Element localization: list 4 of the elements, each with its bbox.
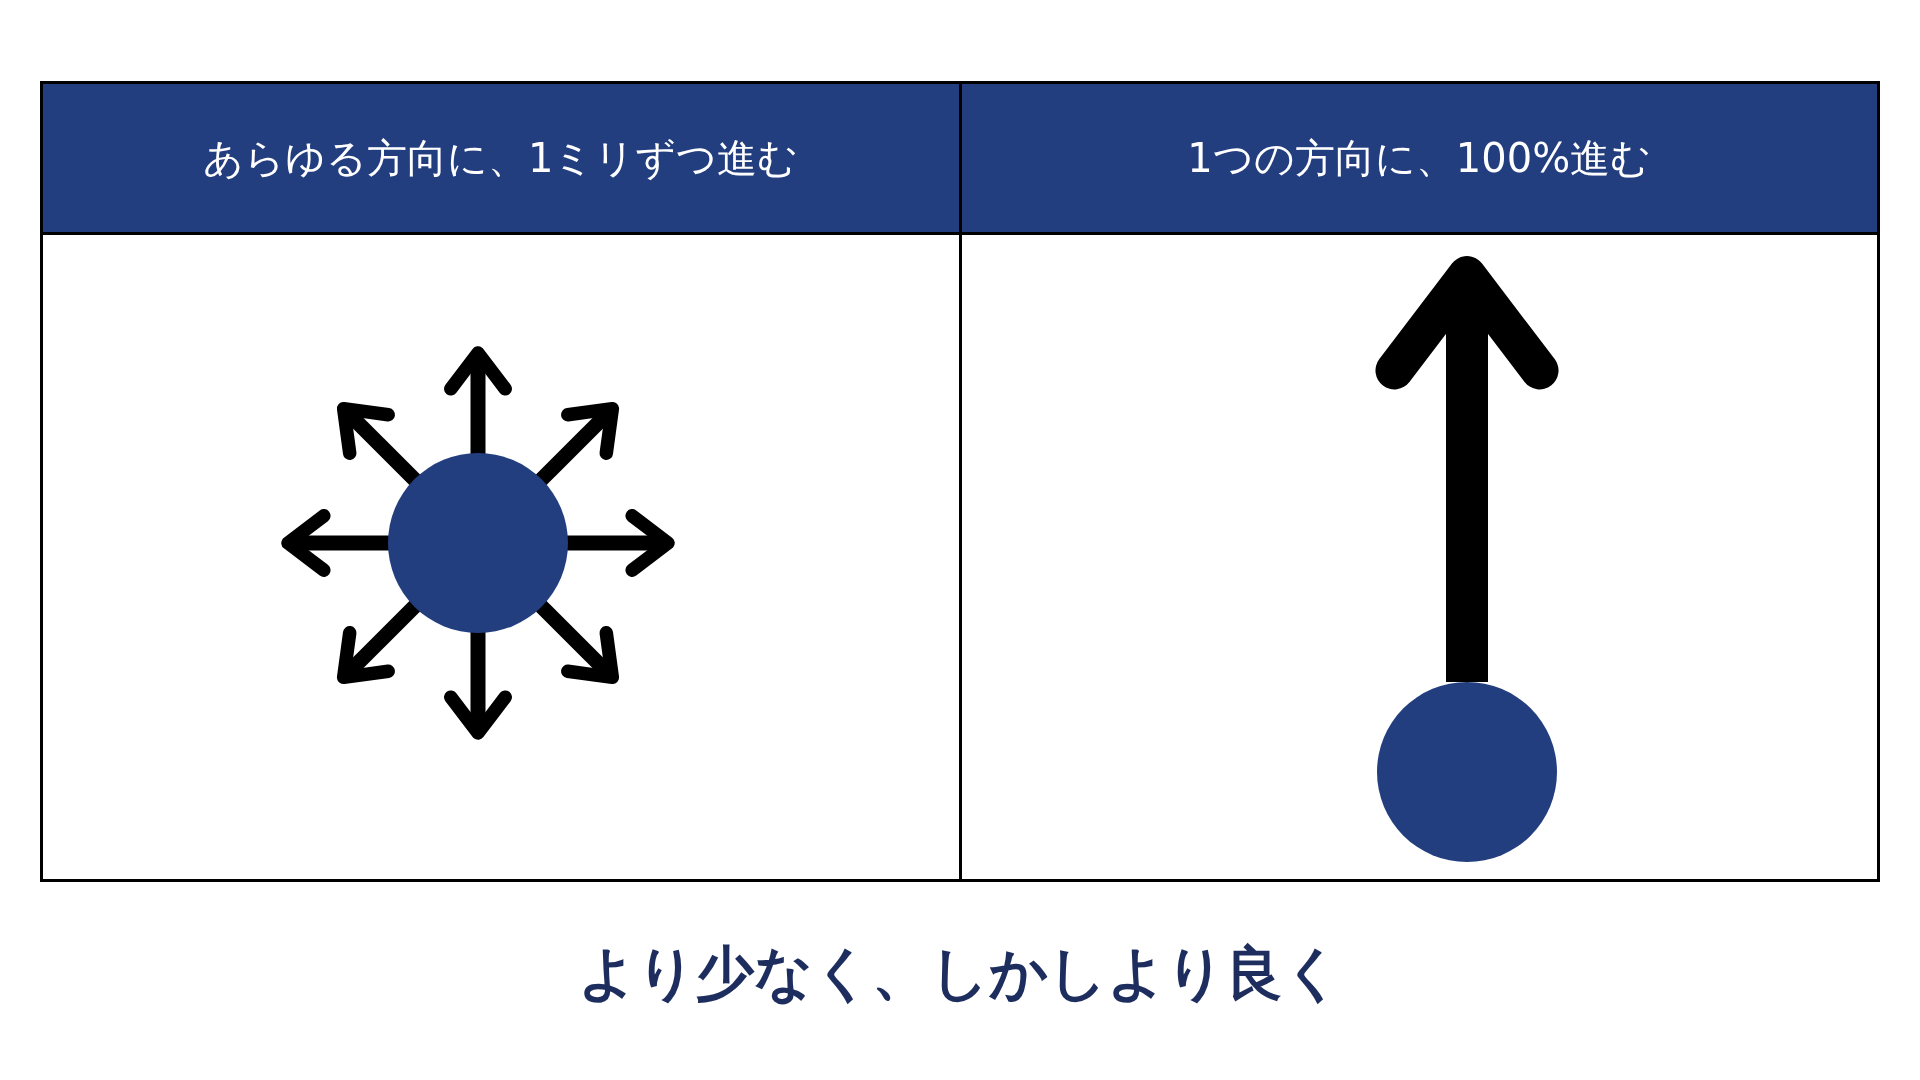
column-header: 1つの方向に、100%進む [961,84,1877,235]
column-header: あらゆる方向に、1ミリずつ進む [43,84,959,235]
caption: より少なく、しかしより良く [577,938,1343,1009]
table-column [958,84,1877,879]
